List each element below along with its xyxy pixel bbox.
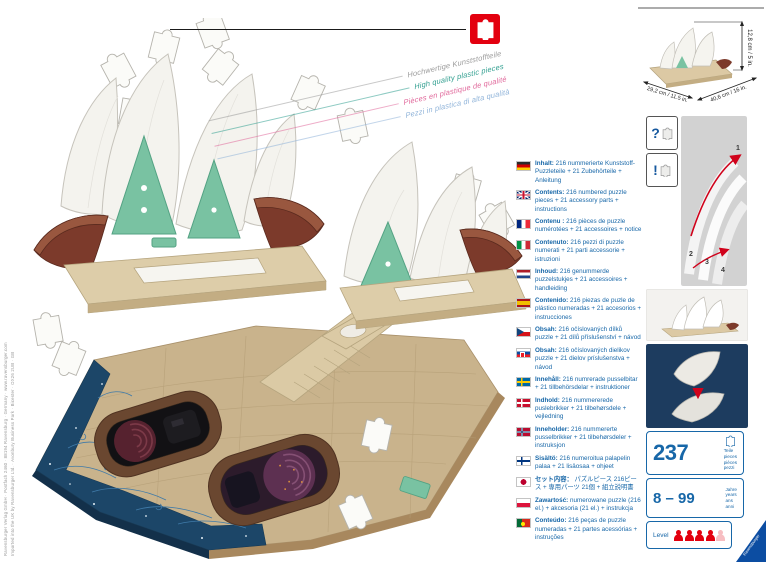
content-item-fi: Sisältö: 216 numeroitua palapelin palaa … [516, 455, 642, 472]
shell-assembly-panel [646, 344, 748, 428]
content-item-gb: Contents: 216 numbered puzzle pieces + 2… [516, 189, 642, 214]
content-item-dk: Indhold: 216 nummererede puslebrikker + … [516, 397, 642, 422]
assembly-step-number: 3 [705, 259, 709, 266]
assembly-step-number: 2 [689, 251, 693, 258]
level-difficulty-icons [674, 529, 725, 541]
se-flag-icon [516, 377, 531, 388]
plastic-piece-logo [470, 14, 500, 44]
content-item-es: Contenido: 216 piezas de puzle de plásti… [516, 297, 642, 322]
puzzle-piece-icon [662, 127, 673, 140]
imprint-line-1: Ravensburger Verlag GmbH · Postfach 2460… [3, 342, 8, 556]
pt-flag-icon [516, 518, 531, 529]
exploded-view-illustration [31, 18, 527, 559]
content-item-pl: Zawartość: numerowane puzzle (216 el.) +… [516, 497, 642, 514]
age-badge: 8 – 99 Jahre years ans anni [646, 478, 744, 518]
content-text: Inhalt: 216 nummerierte Kunststoff-Puzzl… [535, 160, 635, 184]
pl-flag-icon [516, 497, 531, 508]
main-base-board [32, 325, 505, 559]
content-item-fr: Contenu : 216 pièces de puzzle numérotée… [516, 218, 642, 235]
base-slab-left [63, 245, 327, 314]
question-hint-box: ? [646, 116, 678, 150]
piece-count-words: Teile pieces pièces pezzi [723, 448, 737, 471]
es-flag-icon [516, 298, 531, 309]
content-text: Contenu : 216 pièces de puzzle numérotée… [535, 218, 642, 234]
dimensions-panel: 12,8 cm / 5 in. 29,2 cm / 11.5 in. 40,6 … [638, 7, 764, 104]
content-item-sk: Obsah: 216 očíslovaných dielikov puzzle … [516, 347, 642, 372]
exclamation-hint-box: ! [646, 153, 678, 187]
hull-piece-right [459, 228, 523, 274]
nl-flag-icon [516, 269, 531, 280]
jp-flag-icon [516, 476, 531, 487]
content-item-nl: Inhoud: 216 genummerde puzzelstukjes + 2… [516, 268, 642, 293]
content-item-no: Inneholder: 216 nummererte pusselbrikker… [516, 426, 642, 451]
content-text: Zawartość: numerowane puzzle (216 el.) +… [535, 496, 641, 512]
sk-flag-icon [516, 347, 531, 358]
height-dimension-label: 12,8 cm / 5 in. [746, 29, 752, 67]
base-slab-right [339, 268, 527, 330]
level-difficulty-icon [684, 529, 694, 541]
content-item-jp: セット内容： パズルピース 216ピース + 専用パーツ 21個 + 組立説明書 [516, 476, 642, 493]
assembled-model-thumbnail [649, 27, 733, 88]
gb-flag-icon [516, 190, 531, 201]
content-text: Inneholder: 216 nummererte pusselbrikker… [535, 425, 632, 450]
ravensburger-logo: Ravensburger [736, 520, 766, 562]
exclamation-mark: ! [653, 162, 658, 178]
content-text: セット内容： パズルピース 216ピース + 専用パーツ 21個 + 組立説明書 [535, 475, 637, 492]
piece-count: 237 [653, 440, 689, 465]
water-edge [35, 359, 267, 551]
content-item-de: Inhalt: 216 nummerierte Kunststoff-Puzzl… [516, 160, 642, 185]
content-text: Obsah: 216 očíslovaných dielikov puzzle … [535, 346, 630, 371]
content-text: Obsah: 216 očíslovaných dílků puzzle + 2… [535, 326, 641, 342]
assembly-hint-panel: 1 2 3 4 [681, 116, 747, 286]
info-column: ? ! 1 2 3 4 [646, 116, 748, 549]
content-text: Sisältö: 216 numeroitua palapelin palaa … [535, 454, 631, 471]
imprint-line-2: Imported into the UK by Ravensburger Ltd… [10, 351, 15, 556]
water-foam-dots [49, 383, 247, 539]
fr-flag-icon [516, 219, 531, 230]
dk-flag-icon [516, 397, 531, 408]
content-item-cz: Obsah: 216 očíslovaných dílků puzzle + 2… [516, 326, 642, 343]
assembly-step-number: 4 [721, 267, 725, 274]
cz-flag-icon [516, 327, 531, 338]
age-words: Jahre years ans anni [725, 486, 738, 509]
level-label: Level [653, 531, 669, 539]
piece-count-badge: 237 Teile pieces pièces pezzi [646, 431, 744, 475]
content-item-se: Innehåll: 216 numrerade pusselbitar + 21… [516, 376, 642, 393]
question-mark: ? [651, 125, 660, 141]
level-difficulty-icon [674, 529, 683, 541]
content-item-pt: Conteúdo: 216 peças de puzzle numeradas … [516, 517, 642, 542]
puzzle-piece-icon [477, 19, 493, 40]
green-support-pieces-left [111, 134, 241, 248]
banner-rule [170, 28, 466, 30]
no-flag-icon [516, 426, 531, 437]
opera-theatre-interior [208, 433, 340, 527]
assembly-step-number: 1 [736, 145, 740, 152]
content-text: Contenuto: 216 pezzi di puzzle numerati … [535, 238, 625, 263]
level-difficulty-icon [716, 529, 725, 541]
level-difficulty-icon [705, 529, 715, 541]
content-text: Contenido: 216 piezas de puzle de plásti… [535, 297, 642, 321]
content-text: Contents: 216 numbered puzzle pieces + 2… [535, 189, 627, 213]
age-range: 8 – 99 [653, 489, 695, 507]
loose-pieces-on-base [335, 414, 431, 535]
concert-hall-interior [94, 390, 222, 478]
hull-pieces-left [33, 197, 325, 270]
puzzle-piece-icon [725, 435, 735, 448]
content-text: Inhoud: 216 genummerde puzzelstukjes + 2… [535, 268, 628, 292]
fi-flag-icon [516, 455, 531, 466]
width-dimension-label: 40,6 cm / 16 in. [710, 84, 748, 103]
contents-list: Inhalt: 216 nummerierte Kunststoff-Puzzl… [516, 160, 642, 546]
content-text: Conteúdo: 216 peças de puzzle numeradas … [535, 517, 638, 541]
content-text: Indhold: 216 nummererede puslebrikker + … [535, 396, 627, 421]
level-difficulty-icon [695, 529, 704, 541]
content-item-it: Contenuto: 216 pezzi di puzzle numerati … [516, 239, 642, 264]
content-text: Innehåll: 216 numrerade pusselbitar + 21… [535, 376, 638, 392]
model-photo-panel [646, 289, 748, 341]
it-flag-icon [516, 239, 531, 250]
de-flag-icon [516, 161, 531, 171]
level-badge: Level [646, 521, 732, 549]
puzzle-piece-icon [660, 164, 671, 177]
